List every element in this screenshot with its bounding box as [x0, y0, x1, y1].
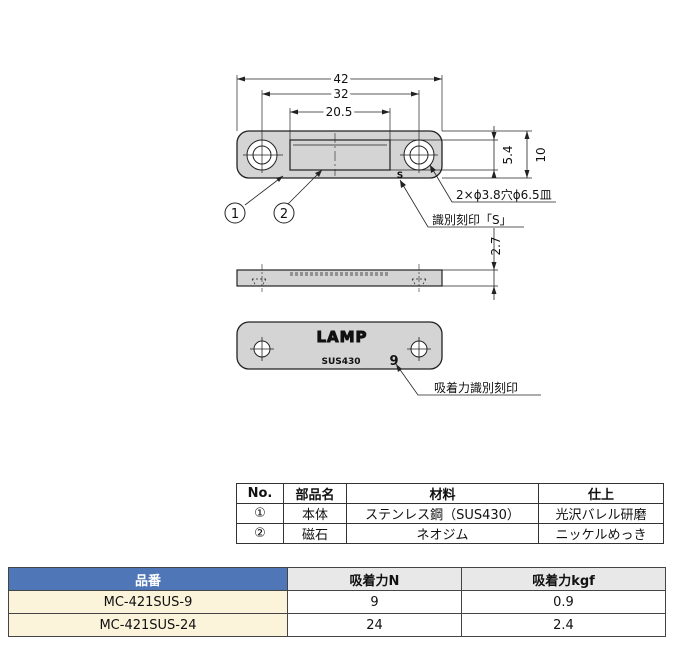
catch-body-side	[236, 269, 443, 287]
spec-cell: 9	[287, 590, 462, 614]
mark-9: 9	[389, 354, 398, 369]
lamp-logo: LAMP	[316, 328, 367, 346]
spec-header-force-kgf: 吸着力kgf	[461, 567, 666, 591]
spec-table: 品番 吸着力N 吸着力kgf MC-421SUS-9 9 0.9 MC-421S…	[8, 567, 666, 637]
product-id-cell: MC-421SUS-24	[8, 613, 288, 637]
callout-1: 1	[224, 202, 246, 224]
bottom-view	[236, 321, 541, 396]
dim-42: 42	[333, 72, 348, 86]
spec-cell: 0.9	[461, 590, 666, 614]
suction-note: 吸着力識別刻印	[434, 380, 518, 395]
id-mark-note: 識別刻印「S」	[432, 213, 512, 227]
table-row: MC-421SUS-9 9 0.9	[8, 590, 666, 614]
product-id-cell: MC-421SUS-9	[8, 590, 288, 614]
dim-20-5: 20.5	[326, 105, 353, 119]
table-row: ② 磁石 ネオジム ニッケルめっき	[236, 523, 664, 544]
spec-header-product: 品番	[8, 567, 288, 591]
table-row: MC-421SUS-24 24 2.4	[8, 613, 666, 637]
catch-body-bottom	[236, 321, 443, 370]
callout-2: 2	[273, 202, 295, 224]
mark-s-top: S	[397, 171, 403, 181]
parts-table: No. 部品名 材料 仕上 ① 本体 ステンレス鋼（SUS430） 光沢バレル研…	[236, 483, 664, 544]
parts-cell: ②	[236, 523, 284, 544]
parts-header-no: No.	[236, 483, 284, 504]
material-mark: SUS430	[321, 357, 360, 367]
spec-header-force-n: 吸着力N	[287, 567, 462, 591]
parts-cell: ①	[236, 503, 284, 524]
parts-cell: ニッケルめっき	[538, 523, 664, 544]
side-view	[236, 228, 498, 300]
parts-header-material: 材料	[346, 483, 539, 504]
technical-drawing: 42 32 20.5 5.4 10 S 2×ϕ3.8穴ϕ6.5皿 識別刻印「S」…	[224, 72, 556, 396]
magnet-top	[289, 139, 391, 171]
parts-header-row: No. 部品名 材料 仕上	[236, 483, 664, 504]
spec-header-row: 品番 吸着力N 吸着力kgf	[8, 567, 666, 591]
callout-1-label: 1	[231, 207, 239, 222]
dim-2-7: 2.7	[489, 236, 503, 255]
parts-cell: 光沢バレル研磨	[538, 503, 664, 524]
parts-cell: 本体	[283, 503, 347, 524]
spec-cell: 2.4	[461, 613, 666, 637]
parts-cell: 磁石	[283, 523, 347, 544]
parts-cell: ネオジム	[346, 523, 539, 544]
table-row: ① 本体 ステンレス鋼（SUS430） 光沢バレル研磨	[236, 503, 664, 524]
dim-10: 10	[534, 147, 548, 162]
dim-5-4: 5.4	[501, 145, 515, 164]
dim-32: 32	[333, 87, 348, 101]
callout-2-label: 2	[280, 207, 288, 222]
parts-header-finish: 仕上	[538, 483, 664, 504]
spec-cell: 24	[287, 613, 462, 637]
top-view	[236, 75, 556, 228]
parts-cell: ステンレス鋼（SUS430）	[346, 503, 539, 524]
parts-header-name: 部品名	[283, 483, 347, 504]
hole-note: 2×ϕ3.8穴ϕ6.5皿	[456, 187, 552, 202]
